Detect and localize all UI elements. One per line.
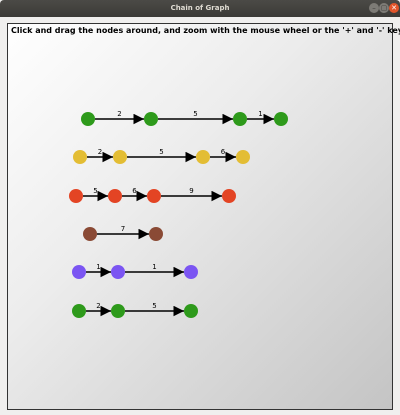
- graph-node[interactable]: [222, 189, 236, 203]
- edge-weight-label: 2: [117, 110, 121, 118]
- graph-node[interactable]: [113, 150, 127, 164]
- edge-weight-label: 5: [93, 187, 97, 195]
- graph-node[interactable]: [147, 189, 161, 203]
- chain-3: 5 6 9: [69, 187, 236, 203]
- edge-weight-label: 2: [98, 148, 102, 156]
- graph-node[interactable]: [72, 304, 86, 318]
- chain-1: 2 5 1: [81, 110, 288, 126]
- edge-weight-label: 1: [96, 263, 100, 271]
- graph-node[interactable]: [184, 265, 198, 279]
- graph-node[interactable]: [111, 265, 125, 279]
- graph-node[interactable]: [184, 304, 198, 318]
- window-title: Chain of Graph: [170, 4, 230, 12]
- chain-4: 7: [83, 225, 163, 241]
- edge-weight-label: 6: [132, 187, 137, 195]
- graph-canvas[interactable]: Click and drag the nodes around, and zoo…: [7, 23, 400, 410]
- graph-node[interactable]: [72, 265, 86, 279]
- graph-node[interactable]: [81, 112, 95, 126]
- maximize-button[interactable]: ▢: [379, 3, 389, 13]
- edge-weight-label: 6: [221, 148, 226, 156]
- graph-node[interactable]: [144, 112, 158, 126]
- instructions-text: Click and drag the nodes around, and zoo…: [11, 26, 400, 35]
- graph-node[interactable]: [108, 189, 122, 203]
- edge-weight-label: 7: [121, 225, 125, 233]
- chain-2: 2 5 6: [73, 148, 250, 164]
- close-button[interactable]: ✕: [389, 3, 399, 13]
- graph-node[interactable]: [73, 150, 87, 164]
- title-bar[interactable]: Chain of Graph – ▢ ✕: [0, 0, 400, 17]
- graph-node[interactable]: [149, 227, 163, 241]
- edge-weight-label: 5: [159, 148, 163, 156]
- graph-node[interactable]: [69, 189, 83, 203]
- graph-node[interactable]: [233, 112, 247, 126]
- graph-node[interactable]: [83, 227, 97, 241]
- edge-weight-label: 5: [193, 110, 197, 118]
- graph-node[interactable]: [196, 150, 210, 164]
- edge-weight-label: 1: [258, 110, 262, 118]
- edge-weight-label: 2: [96, 302, 100, 310]
- graph-node[interactable]: [111, 304, 125, 318]
- edge-weight-label: 1: [152, 263, 156, 271]
- edge-weight-label: 9: [189, 187, 193, 195]
- edge-weight-label: 5: [152, 302, 156, 310]
- graph-node[interactable]: [274, 112, 288, 126]
- graph-node[interactable]: [236, 150, 250, 164]
- minimize-button[interactable]: –: [369, 3, 379, 13]
